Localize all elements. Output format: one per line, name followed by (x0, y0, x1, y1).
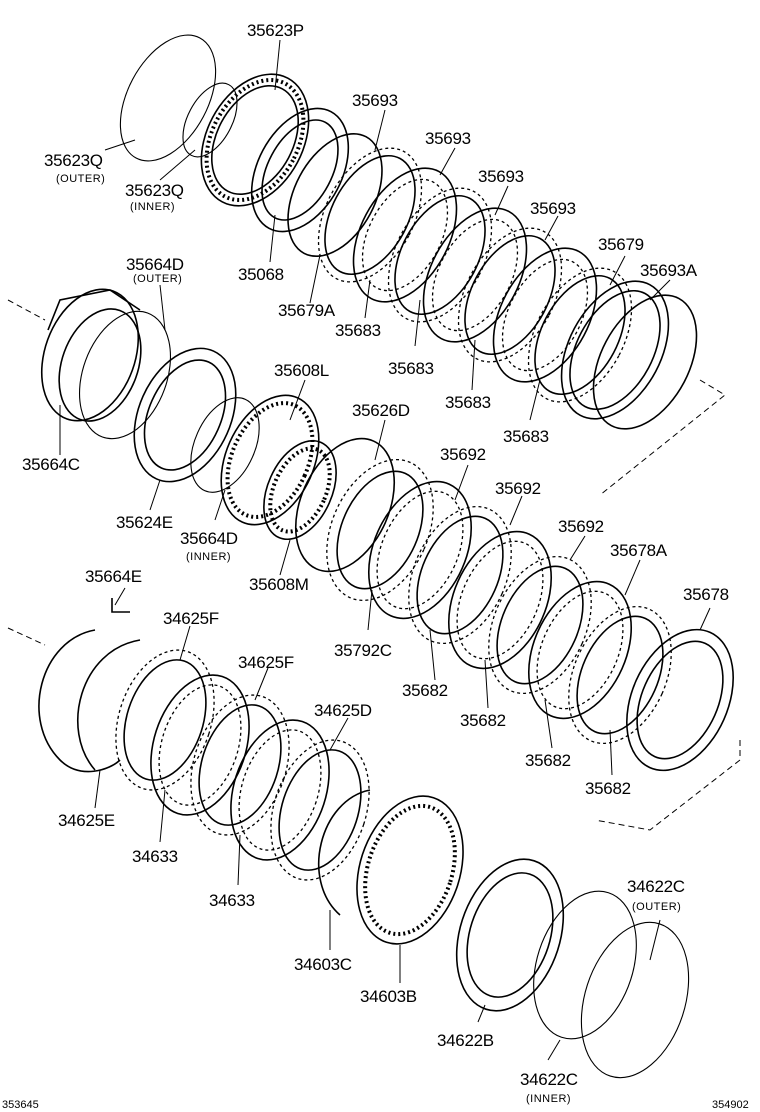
label-35664e: 35664E (85, 567, 142, 586)
label-35693a: 35693A (640, 261, 698, 280)
label-34625d: 34625D (314, 701, 372, 720)
label-34625f-b: 34625F (238, 653, 294, 672)
label-34633-a: 34633 (132, 847, 178, 866)
label-35682-c: 35682 (525, 751, 571, 770)
label-35693-c: 35693 (478, 167, 524, 186)
label-35692-b: 35692 (495, 479, 541, 498)
label-34625f-a: 34625F (163, 609, 219, 628)
label-35693-a: 35693 (352, 91, 398, 110)
label-34625e: 34625E (58, 811, 115, 830)
label-35623q-outer: 35623Q (44, 151, 103, 170)
label-35664d-inner: 35664D (180, 529, 238, 548)
sublabel-35664d-inner: (INNER) (186, 551, 231, 563)
row-2-clutch-pack (40, 288, 734, 772)
label-34622b: 34622B (437, 1031, 494, 1050)
dashed-guides (7, 299, 741, 831)
label-35682-d: 35682 (585, 779, 631, 798)
sublabel-35623q-outer: (OUTER) (56, 173, 105, 185)
label-35608m: 35608M (249, 575, 309, 594)
label-35692-c: 35692 (558, 517, 604, 536)
label-35692-a: 35692 (440, 445, 486, 464)
sublabel-34622c-inner: (INNER) (526, 1093, 571, 1105)
label-35679: 35679 (598, 235, 644, 254)
sublabel-34622c-outer: (OUTER) (632, 901, 681, 913)
sublabel-35664d-outer: (OUTER) (133, 273, 182, 285)
label-34603b: 34603B (360, 987, 417, 1006)
footer-codes: 353645 354902 (2, 1099, 749, 1111)
label-35624e: 35624E (116, 513, 173, 532)
label-35678a: 35678A (610, 541, 668, 560)
label-35683-d: 35683 (503, 427, 549, 446)
label-35623q-inner: 35623Q (125, 181, 184, 200)
label-35664d-outer: 35664D (126, 255, 184, 274)
row-3-clutch-pack (38, 598, 690, 1079)
label-35682-a: 35682 (402, 681, 448, 700)
part-labels: 35623P 35623Q (OUTER) 35623Q (INNER) 356… (22, 21, 729, 1105)
label-35693-d: 35693 (530, 199, 576, 218)
label-35693-b: 35693 (425, 129, 471, 148)
sublabel-35623q-inner: (INNER) (130, 201, 175, 213)
footer-right-code: 354902 (712, 1099, 749, 1111)
label-34633-b: 34633 (209, 891, 255, 910)
row-1-clutch-pack (119, 34, 698, 430)
label-35792c: 35792C (334, 641, 392, 660)
label-35679a: 35679A (278, 301, 336, 320)
label-35626d: 35626D (352, 401, 410, 420)
label-35608l: 35608L (274, 361, 329, 380)
label-35623p: 35623P (247, 21, 304, 40)
label-35068: 35068 (238, 265, 284, 284)
label-35683-b: 35683 (388, 359, 434, 378)
label-34622c-inner: 34622C (520, 1070, 578, 1089)
label-35683-c: 35683 (445, 393, 491, 412)
footer-left-code: 353645 (2, 1099, 39, 1111)
label-35682-b: 35682 (460, 711, 506, 730)
label-35664c: 35664C (22, 455, 80, 474)
leader-lines (59, 39, 711, 1061)
label-35683-a: 35683 (335, 321, 381, 340)
label-34603c: 34603C (294, 955, 352, 974)
label-35678: 35678 (683, 585, 729, 604)
label-34622c-outer: 34622C (627, 877, 685, 896)
